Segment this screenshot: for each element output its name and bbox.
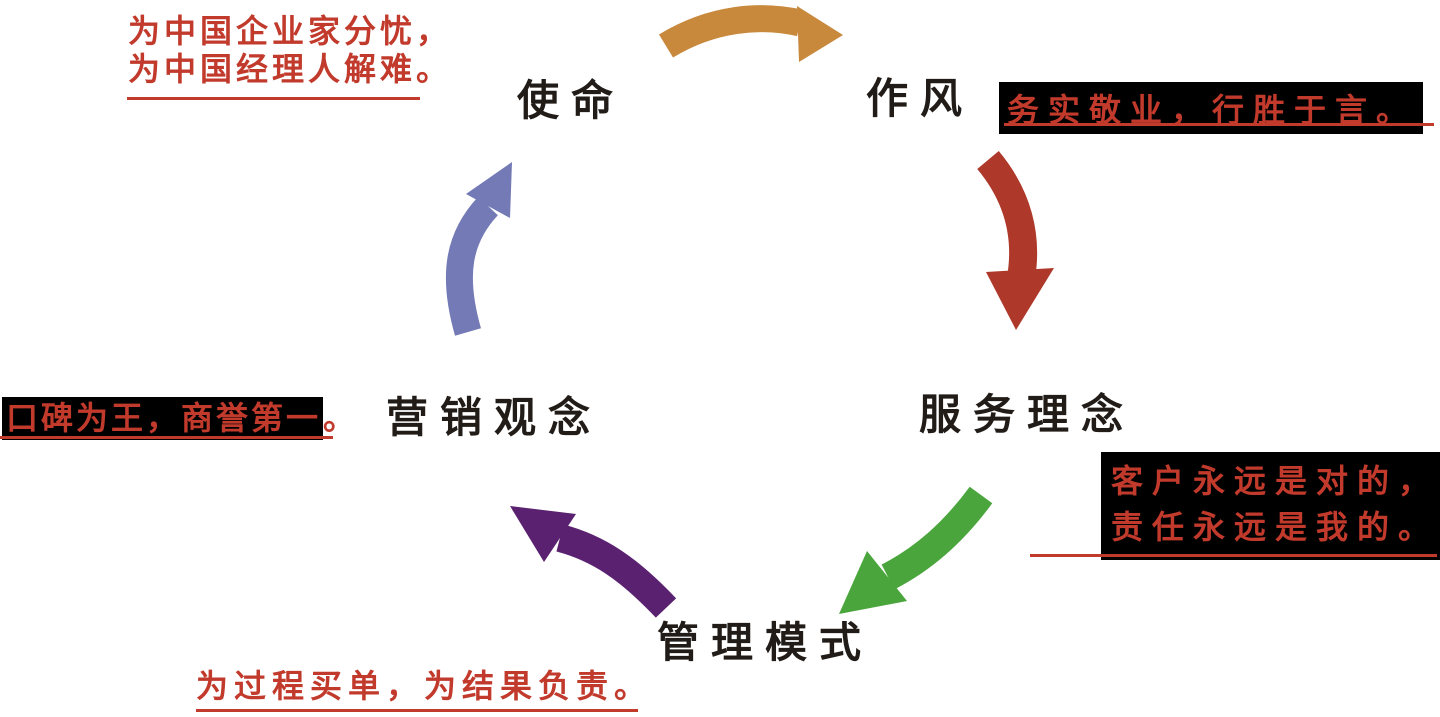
node-service-concept: 服务理念: [919, 393, 1136, 439]
annotation-marketing-highlight: 口碑为王，商誉第一: [2, 397, 324, 440]
curved-arrow-up-icon: [445, 162, 512, 336]
node-mission: 使命: [517, 79, 626, 125]
annotation-marketing: 口碑为王，商誉第一。: [2, 397, 359, 440]
underline-mission: [127, 97, 420, 100]
annotation-service-line2: 责任永远是我的。: [1111, 509, 1440, 545]
curved-arrow-down-icon: [977, 151, 1054, 330]
annotation-work-style: 务实敬业，行胜于言。: [999, 82, 1424, 134]
underline-management: [196, 709, 638, 712]
underline-service: [1030, 554, 1437, 557]
annotation-management: 为过程买单，为结果负责。: [196, 668, 653, 704]
annotation-mission-line1: 为中国企业家分忧，: [128, 13, 453, 49]
arrow-style-to-service-icon: [958, 146, 1073, 336]
underline-work-style: [1004, 123, 1434, 126]
annotation-marketing-tail: 。: [323, 400, 359, 436]
curved-arrow-right-icon: [658, 5, 843, 62]
curved-arrow-down-left-icon: [839, 486, 993, 614]
arrow-marketing-to-mission-icon: [444, 156, 542, 338]
arrow-mission-to-style-icon: [652, 2, 847, 70]
annotation-service-line1: 客户永远是对的，: [1111, 463, 1440, 499]
arrow-service-to-management-icon: [833, 481, 998, 623]
annotation-mission: 为中国企业家分忧， 为中国经理人解难。: [128, 12, 452, 88]
arrow-management-to-marketing-icon: [498, 490, 676, 622]
annotation-service: 客户永远是对的， 责任永远是我的。: [1101, 452, 1440, 560]
annotation-mission-line2: 为中国经理人解难。: [128, 51, 453, 87]
node-marketing-concept: 营销观念: [386, 396, 603, 442]
underline-marketing: [0, 436, 333, 439]
curved-arrow-up-left-icon: [510, 506, 676, 618]
node-work-style: 作风: [866, 77, 975, 123]
node-management-model: 管理模式: [657, 621, 874, 667]
